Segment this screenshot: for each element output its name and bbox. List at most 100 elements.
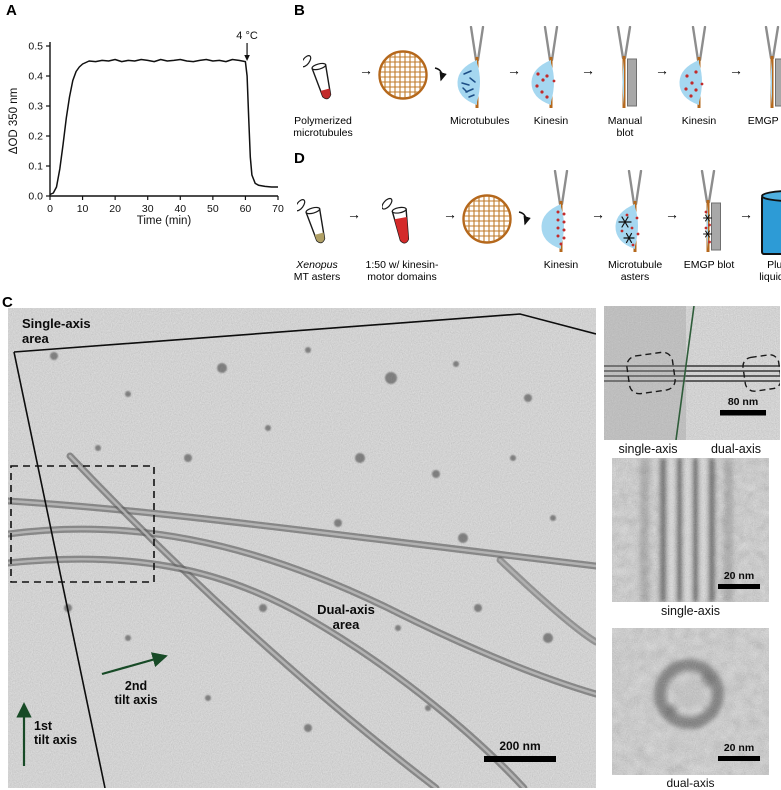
svg-text:area: area (333, 617, 361, 632)
arrow-right: → (739, 206, 753, 222)
filament-bundle (604, 365, 780, 382)
highlight-box-left (626, 351, 676, 395)
kinesin-dots-on-grid (556, 210, 566, 246)
step-kinesin-2: Kinesin (672, 22, 726, 150)
step-polymerized-microtubules: Polymerized microtubules (290, 22, 356, 150)
kinesin-dots (535, 72, 556, 99)
em-grid-icon (378, 50, 428, 100)
tube-icon (303, 55, 332, 100)
scale-bar (720, 410, 766, 416)
panel-c-label: C (2, 294, 13, 311)
step-grid (460, 166, 514, 294)
step-label: Plunge in liquid ethane (759, 259, 781, 283)
svg-text:0.0: 0.0 (28, 191, 43, 203)
step-emgp-blot: EMGP blot (682, 166, 736, 294)
em-grid-icon (462, 194, 512, 244)
arrow-right: → (655, 62, 669, 78)
kinesin-dots (704, 210, 711, 244)
single-axis-fade (604, 306, 686, 440)
grid-droplet-asters-icon (615, 170, 643, 252)
step-label: Kinesin (543, 259, 579, 271)
scale-bar (718, 584, 760, 589)
step-xenopus-asters: Xenopus MT asters (290, 166, 344, 294)
grid-mesh (464, 196, 510, 242)
kinesin-dots (620, 213, 640, 247)
arrow-right: → (359, 62, 373, 78)
svg-text:0.1: 0.1 (28, 161, 43, 173)
panel-b-label: B (294, 2, 305, 19)
scale-bar (718, 756, 760, 761)
step-label: EMGP blot (683, 259, 735, 271)
svg-text:4 °C: 4 °C (236, 30, 258, 42)
second-tilt-axis-arrow (101, 652, 168, 676)
arrow-right: → (729, 62, 743, 78)
flip-arrow-icon (517, 164, 531, 294)
arrow-right: → (581, 62, 595, 78)
step-kinesin: Kinesin (534, 166, 588, 294)
svg-text:0.2: 0.2 (28, 131, 43, 143)
arrow-right: → (665, 206, 679, 222)
arrow-right: → (443, 206, 457, 222)
inset3-caption: dual-axis (666, 776, 715, 790)
step-label: Manual blot (607, 115, 643, 139)
scale-bar-label: 80 nm (728, 396, 758, 408)
inset2-caption: single-axis (660, 604, 721, 618)
arrow-right: → (591, 206, 605, 222)
blot-icon (616, 26, 637, 108)
aster-icon (618, 216, 635, 244)
step-label: 1:50 w/ kinesin-motor domains (365, 259, 439, 283)
cryo-em-micrograph: Single-axis area Dual-axis area 2nd tilt… (8, 308, 596, 788)
flip-arrow-icon (433, 20, 447, 150)
micrograph-noise-background (8, 308, 596, 788)
svg-text:60: 60 (240, 203, 252, 215)
svg-text:10: 10 (77, 203, 89, 215)
grain-overlay (612, 458, 769, 602)
first-tilt-axis-label: 1st (34, 719, 53, 733)
svg-text:0.4: 0.4 (28, 71, 43, 83)
svg-text:tilt axis: tilt axis (114, 693, 157, 707)
arrow-right: → (507, 62, 521, 78)
tube-icon (297, 199, 326, 244)
svg-text:0.5: 0.5 (28, 41, 43, 53)
step-label: Xenopus MT asters (293, 259, 341, 283)
inset-dual-axis-crosssection: 20 nm (612, 628, 769, 775)
svg-text:0.3: 0.3 (28, 101, 43, 113)
scale-bar-label: 20 nm (724, 570, 754, 582)
y-axis-label: ΔOD 350 nm (8, 88, 20, 154)
ethane-cup-icon (761, 190, 781, 255)
zoom-region-box (10, 465, 155, 583)
svg-text:0: 0 (47, 203, 53, 215)
aster-icon (703, 214, 712, 238)
grid-droplet-kinesin-icon (531, 26, 559, 108)
step-label: Kinesin (533, 115, 569, 127)
kinesin-dots (684, 70, 704, 98)
grid-droplet-microtubules-icon (457, 26, 485, 108)
debris-speckles (50, 347, 556, 732)
second-tilt-axis-label: 2nd (125, 679, 147, 693)
scale-bar-label: 200 nm (499, 739, 540, 753)
grid-droplet-kinesin-icon (679, 26, 707, 108)
svg-text:20: 20 (109, 203, 121, 215)
svg-text:30: 30 (142, 203, 154, 215)
arrow-right: → (347, 206, 361, 222)
grid-droplet-kinesin-icon (541, 170, 569, 252)
workflow-b: Polymerized microtubules → (290, 4, 781, 150)
svg-text:40: 40 (174, 203, 186, 215)
step-label: Kinesin (681, 115, 717, 127)
dual-axis-area-label: Dual-axis (317, 602, 375, 617)
step-kinesin-1: Kinesin (524, 22, 578, 150)
svg-text:70: 70 (272, 203, 284, 215)
axis-boundary-line (675, 306, 695, 440)
single-axis-area-outline (13, 313, 596, 788)
step-plunge: Plunge in liquid ethane (756, 166, 781, 294)
grid-mesh (380, 52, 426, 98)
svg-text:tilt axis: tilt axis (34, 733, 77, 747)
highlight-box-right (742, 354, 780, 392)
step-grid (376, 22, 430, 150)
step-label: EMGP blot (747, 115, 781, 127)
single-axis-area-label: Single-axis (22, 316, 91, 331)
workflow-d: Xenopus MT asters → 1:50 w/ kinesin-moto… (290, 152, 781, 294)
microtubule-marks (461, 70, 476, 98)
